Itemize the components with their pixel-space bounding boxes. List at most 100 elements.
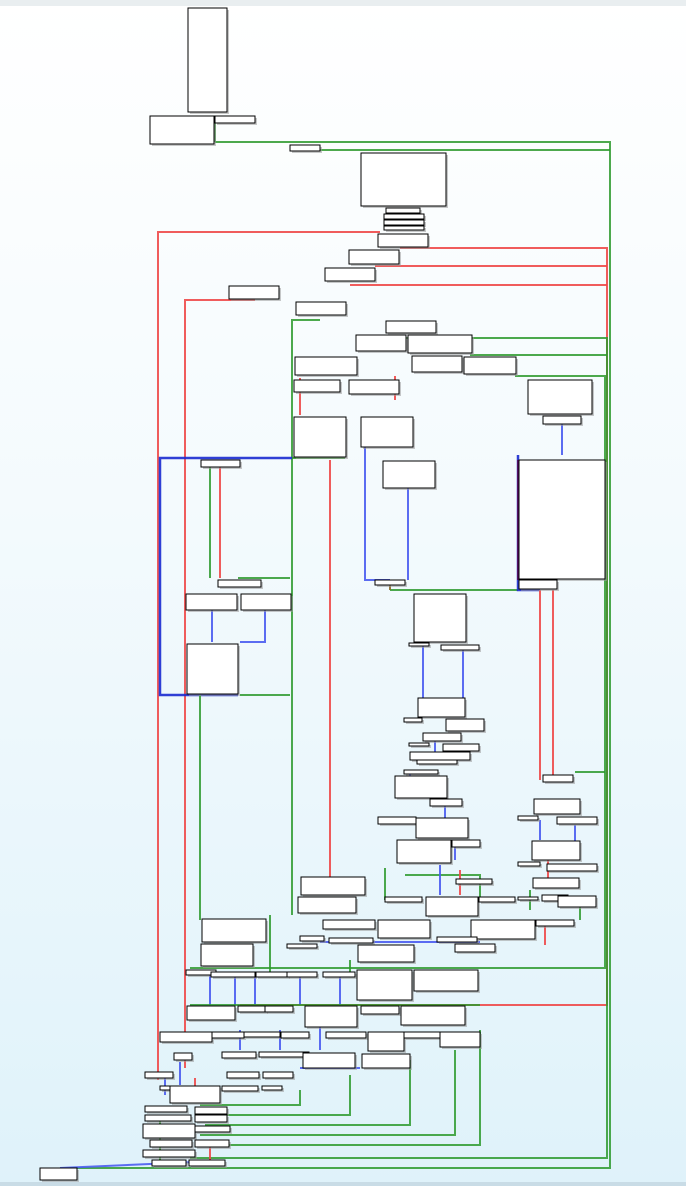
graph-node[interactable] — [408, 642, 430, 647]
graph-node[interactable] — [322, 971, 356, 978]
graph-node[interactable] — [173, 1052, 193, 1061]
graph-node[interactable] — [286, 943, 318, 949]
graph-node[interactable] — [185, 593, 238, 611]
graph-node[interactable] — [470, 919, 536, 940]
graph-node[interactable] — [169, 1085, 221, 1104]
graph-node[interactable] — [187, 7, 228, 113]
graph-node[interactable] — [210, 971, 256, 978]
graph-node[interactable] — [517, 815, 539, 821]
graph-node[interactable] — [527, 379, 593, 415]
graph-node[interactable] — [194, 1139, 230, 1148]
graph-node[interactable] — [211, 1031, 245, 1039]
graph-node[interactable] — [556, 816, 598, 825]
graph-node[interactable] — [451, 839, 481, 848]
graph-node[interactable] — [325, 1031, 367, 1039]
graph-node[interactable] — [328, 937, 374, 944]
graph-node[interactable] — [217, 579, 262, 588]
graph-node[interactable] — [226, 1071, 260, 1079]
graph-node[interactable] — [186, 1005, 236, 1021]
graph-node[interactable] — [408, 742, 430, 747]
graph-node[interactable] — [159, 1031, 213, 1043]
graph-node[interactable] — [348, 379, 400, 395]
graph-node[interactable] — [422, 732, 462, 742]
graph-node[interactable] — [385, 320, 437, 334]
graph-node[interactable] — [228, 285, 280, 300]
graph-node[interactable] — [201, 918, 267, 943]
graph-node[interactable] — [557, 895, 597, 908]
graph-node[interactable] — [407, 334, 473, 354]
graph-node[interactable] — [262, 1071, 294, 1079]
graph-node[interactable] — [535, 919, 575, 927]
graph-node[interactable] — [360, 416, 414, 448]
graph-node[interactable] — [300, 876, 366, 896]
graph-node[interactable] — [531, 840, 581, 861]
graph-node[interactable] — [297, 896, 357, 914]
graph-node[interactable] — [258, 1051, 310, 1058]
graph-node[interactable] — [403, 1031, 441, 1039]
graph-node[interactable] — [356, 969, 413, 1001]
graph-node[interactable] — [445, 718, 485, 732]
graph-node[interactable] — [429, 798, 463, 807]
graph-node[interactable] — [295, 301, 347, 316]
graph-node[interactable] — [144, 1071, 174, 1079]
graph-node[interactable] — [194, 1125, 231, 1133]
graph-node[interactable] — [417, 697, 466, 718]
graph-node[interactable] — [542, 774, 574, 783]
graph-node[interactable] — [355, 334, 407, 352]
graph-node[interactable] — [439, 1031, 481, 1048]
graph-node[interactable] — [383, 219, 425, 226]
graph-node[interactable] — [357, 944, 415, 963]
graph-node[interactable] — [144, 1105, 188, 1113]
graph-node[interactable] — [302, 1052, 356, 1069]
graph-node[interactable] — [367, 1031, 405, 1052]
graph-node[interactable] — [532, 877, 580, 889]
graph-node[interactable] — [194, 1106, 228, 1115]
graph-node[interactable] — [442, 743, 480, 752]
graph-node[interactable] — [200, 943, 254, 967]
graph-node[interactable] — [200, 459, 241, 468]
graph-node[interactable] — [455, 878, 493, 885]
graph-node[interactable] — [546, 863, 598, 872]
graph-node[interactable] — [413, 969, 479, 992]
graph-node[interactable] — [517, 861, 541, 867]
graph-node[interactable] — [299, 935, 325, 942]
graph-node[interactable] — [518, 579, 558, 590]
graph-node[interactable] — [463, 356, 517, 375]
graph-node[interactable] — [384, 896, 423, 903]
graph-node[interactable] — [255, 971, 289, 978]
graph-node[interactable] — [194, 1114, 228, 1123]
graph-node[interactable] — [324, 267, 376, 282]
graph-node[interactable] — [264, 1005, 294, 1013]
graph-node[interactable] — [289, 144, 321, 152]
graph-node[interactable] — [517, 896, 539, 901]
graph-node[interactable] — [39, 1167, 78, 1181]
graph-node[interactable] — [280, 1031, 310, 1039]
graph-node[interactable] — [416, 759, 458, 765]
graph-node[interactable] — [542, 415, 582, 425]
graph-node[interactable] — [243, 1031, 281, 1038]
graph-node[interactable] — [294, 356, 358, 376]
graph-node[interactable] — [385, 207, 421, 214]
graph-node[interactable] — [403, 717, 423, 723]
graph-node[interactable] — [186, 643, 239, 695]
graph-node[interactable] — [360, 152, 447, 207]
graph-node[interactable] — [304, 1005, 358, 1028]
graph-node[interactable] — [293, 379, 341, 393]
graph-node[interactable] — [396, 839, 452, 864]
graph-node[interactable] — [286, 971, 318, 978]
graph-node[interactable] — [221, 1085, 259, 1092]
graph-node[interactable] — [383, 225, 425, 231]
graph-node[interactable] — [436, 936, 478, 943]
graph-node[interactable] — [400, 1005, 466, 1026]
graph-node[interactable] — [377, 919, 431, 939]
graph-node[interactable] — [533, 798, 581, 815]
graph-node[interactable] — [261, 1085, 283, 1091]
graph-node[interactable] — [518, 459, 606, 580]
graph-node[interactable] — [415, 817, 469, 839]
graph-node[interactable] — [411, 355, 463, 373]
graph-node[interactable] — [425, 896, 479, 917]
graph-node[interactable] — [348, 249, 400, 265]
graph-node[interactable] — [322, 919, 376, 930]
